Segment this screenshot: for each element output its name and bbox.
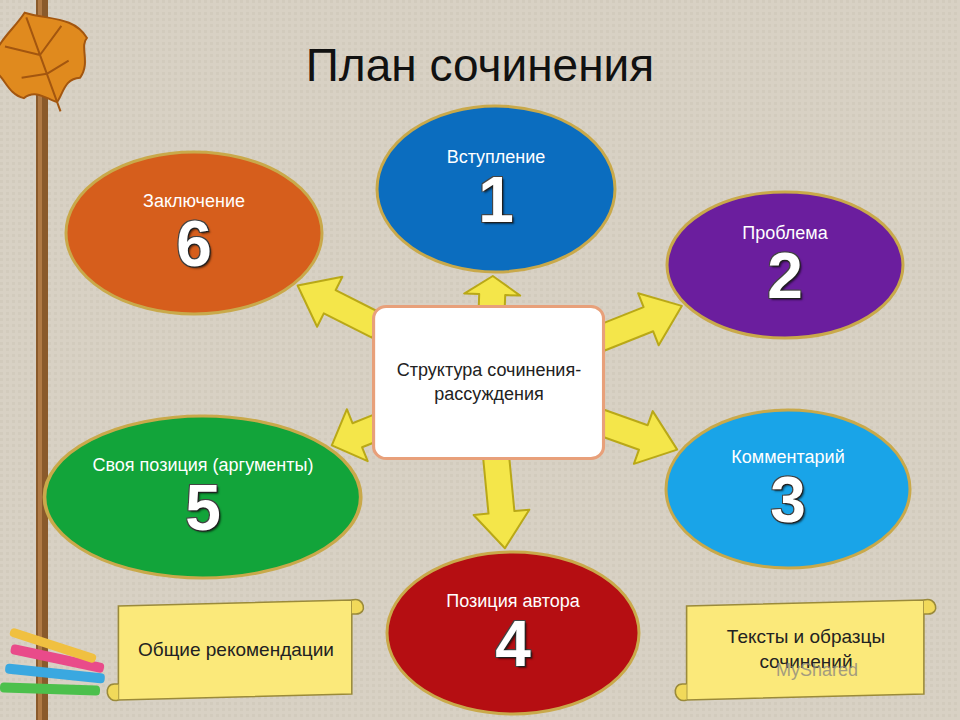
block-arrow [596, 410, 678, 464]
step-label: Заключение [125, 190, 263, 213]
step-number: 2 [767, 244, 803, 308]
step-label: Своя позиция (аргументы) [74, 454, 331, 477]
step-label: Вступление [429, 146, 564, 169]
title: План сочинения [160, 38, 800, 92]
step-ellipse: Своя позиция (аргументы)5 [42, 414, 363, 580]
step-ellipse: Вступление1 [375, 104, 617, 274]
step-number: 5 [185, 476, 221, 540]
step-label: Проблема [724, 222, 845, 245]
step-label: Позиция автора [428, 590, 597, 613]
scroll-note: Общие рекомендации [106, 596, 366, 704]
center-box: Структура сочинения-рассуждения [372, 305, 605, 460]
scroll-note: Тексты и образцы сочинений [674, 596, 939, 704]
watermark: MyShared [776, 660, 858, 681]
step-ellipse: Позиция автора4 [385, 550, 641, 716]
step-number: 4 [495, 612, 531, 676]
block-arrow [474, 453, 530, 548]
block-arrow [298, 277, 384, 338]
step-number: 1 [478, 168, 514, 232]
step-label: Комментарий [713, 446, 862, 469]
step-number: 6 [176, 212, 212, 276]
box-label: Структура сочинения-рассуждения [372, 359, 605, 406]
box-label: Общие рекомендации [112, 638, 360, 663]
scroll-note-outline [674, 596, 939, 704]
block-arrow [595, 293, 682, 350]
center-box-outline [372, 305, 605, 460]
step-number: 3 [770, 468, 806, 532]
step-ellipse: Комментарий3 [664, 408, 912, 570]
step-ellipse: Проблема2 [665, 190, 905, 340]
step-ellipse: Заключение6 [64, 150, 324, 316]
